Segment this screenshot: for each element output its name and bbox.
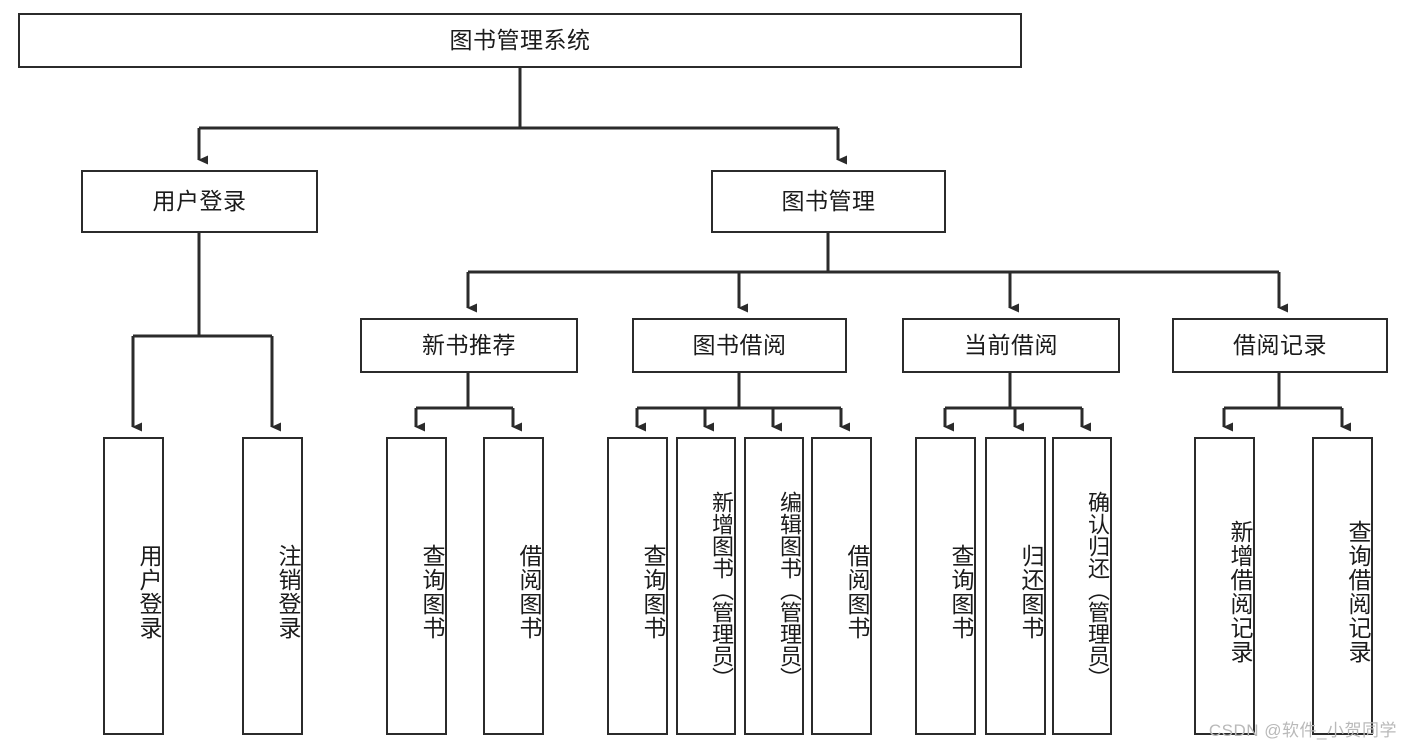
node-label: 确认归还（管理员） bbox=[1085, 491, 1110, 689]
leaf-query-book-recommend[interactable]: 查询图书 bbox=[386, 437, 447, 735]
node-label: 借阅图书 bbox=[844, 544, 870, 640]
node-label: 新增借阅记录 bbox=[1227, 520, 1253, 664]
node-user-login[interactable]: 用户登录 bbox=[81, 170, 318, 233]
leaf-borrow-book-recommend[interactable]: 借阅图书 bbox=[483, 437, 544, 735]
leaf-user-logout[interactable]: 注销登录 bbox=[242, 437, 303, 735]
leaf-add-borrow-record[interactable]: 新增借阅记录 bbox=[1194, 437, 1255, 735]
node-label: 用户登录 bbox=[152, 188, 247, 215]
node-label: 借阅图书 bbox=[516, 544, 542, 640]
watermark-text: CSDN @软件_小贺同学 bbox=[1208, 721, 1397, 740]
leaf-add-book-admin[interactable]: 新增图书（管理员） bbox=[676, 437, 736, 735]
node-borrow-record[interactable]: 借阅记录 bbox=[1172, 318, 1388, 373]
leaf-query-book-borrow[interactable]: 查询图书 bbox=[607, 437, 668, 735]
leaf-user-login[interactable]: 用户登录 bbox=[103, 437, 164, 735]
node-label: 查询图书 bbox=[948, 544, 974, 640]
node-book-borrow[interactable]: 图书借阅 bbox=[632, 318, 847, 373]
node-label: 归还图书 bbox=[1018, 544, 1044, 640]
node-current-borrow[interactable]: 当前借阅 bbox=[902, 318, 1120, 373]
node-label: 借阅记录 bbox=[1233, 332, 1327, 359]
node-label: 注销登录 bbox=[275, 544, 301, 640]
node-label: 新增图书（管理员） bbox=[709, 491, 734, 689]
leaf-query-book-current[interactable]: 查询图书 bbox=[915, 437, 976, 735]
node-root-system[interactable]: 图书管理系统 bbox=[18, 13, 1022, 68]
node-label: 图书管理系统 bbox=[449, 27, 591, 54]
node-label: 图书管理 bbox=[781, 188, 876, 215]
leaf-edit-book-admin[interactable]: 编辑图书（管理员） bbox=[744, 437, 804, 735]
node-label: 查询借阅记录 bbox=[1345, 520, 1371, 664]
node-label: 图书借阅 bbox=[692, 332, 787, 359]
node-label: 新书推荐 bbox=[422, 332, 516, 359]
leaf-return-book[interactable]: 归还图书 bbox=[985, 437, 1046, 735]
node-new-book-recommend[interactable]: 新书推荐 bbox=[360, 318, 578, 373]
node-label: 编辑图书（管理员） bbox=[777, 491, 802, 689]
node-label: 用户登录 bbox=[136, 544, 162, 640]
leaf-query-borrow-record[interactable]: 查询借阅记录 bbox=[1312, 437, 1373, 735]
node-book-management[interactable]: 图书管理 bbox=[711, 170, 946, 233]
leaf-confirm-return-admin[interactable]: 确认归还（管理员） bbox=[1052, 437, 1112, 735]
leaf-borrow-book[interactable]: 借阅图书 bbox=[811, 437, 872, 735]
node-label: 查询图书 bbox=[419, 544, 445, 640]
node-label: 当前借阅 bbox=[964, 332, 1058, 359]
node-label: 查询图书 bbox=[640, 544, 666, 640]
